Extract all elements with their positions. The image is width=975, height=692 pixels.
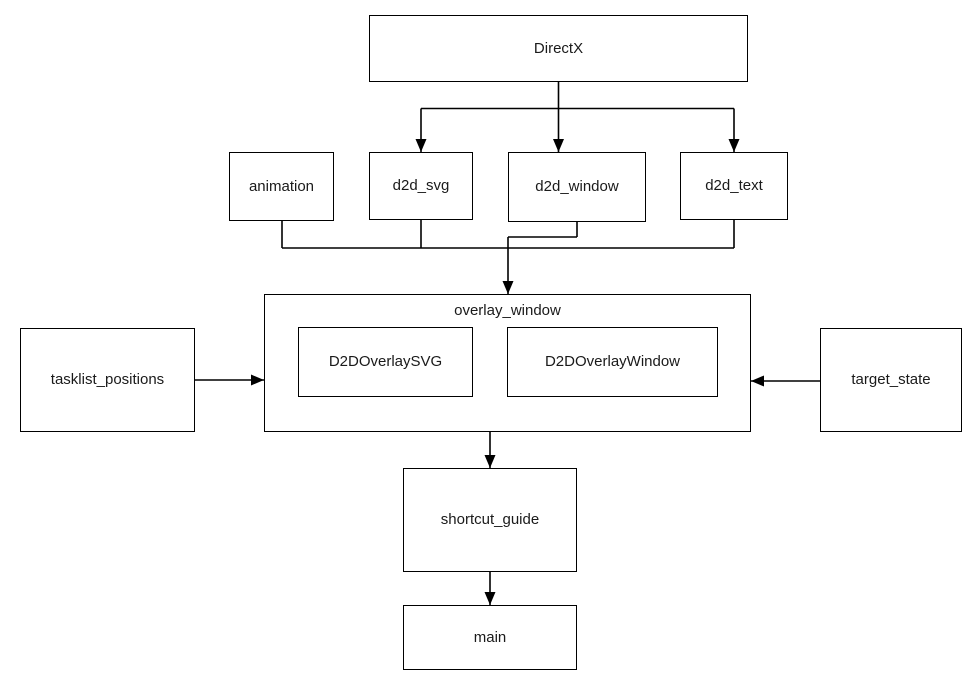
node-animation: animation — [229, 152, 334, 221]
node-main-label: main — [473, 628, 507, 646]
node-overlay-window-label: overlay_window — [454, 302, 561, 319]
node-d2d-svg-label: d2d_svg — [392, 177, 450, 194]
node-tasklist-positions: tasklist_positions — [20, 328, 195, 432]
node-directx-label: DirectX — [533, 39, 584, 57]
node-main: main — [403, 605, 577, 670]
node-d2d-text: d2d_text — [680, 152, 788, 220]
node-d2d-text-label: d2d_text — [705, 177, 763, 194]
node-d2d-window-label: d2d_window — [535, 178, 619, 195]
node-shortcut-guide: shortcut_guide — [403, 468, 577, 572]
node-shortcut-guide-label: shortcut_guide — [440, 511, 540, 528]
node-d2d-overlay-svg-label: D2DOverlaySVG — [328, 353, 443, 370]
node-d2d-overlay-window-label: D2DOverlayWindow — [544, 353, 681, 370]
node-target-state-label: target_state — [851, 371, 931, 388]
node-animation-label: animation — [248, 177, 315, 195]
node-tasklist-positions-label: tasklist_positions — [50, 371, 165, 388]
node-d2d-overlay-window: D2DOverlayWindow — [507, 327, 718, 397]
node-directx: DirectX — [369, 15, 748, 82]
node-d2d-window: d2d_window — [508, 152, 646, 222]
node-d2d-svg: d2d_svg — [369, 152, 473, 220]
node-d2d-overlay-svg: D2DOverlaySVG — [298, 327, 473, 397]
node-target-state: target_state — [820, 328, 962, 432]
